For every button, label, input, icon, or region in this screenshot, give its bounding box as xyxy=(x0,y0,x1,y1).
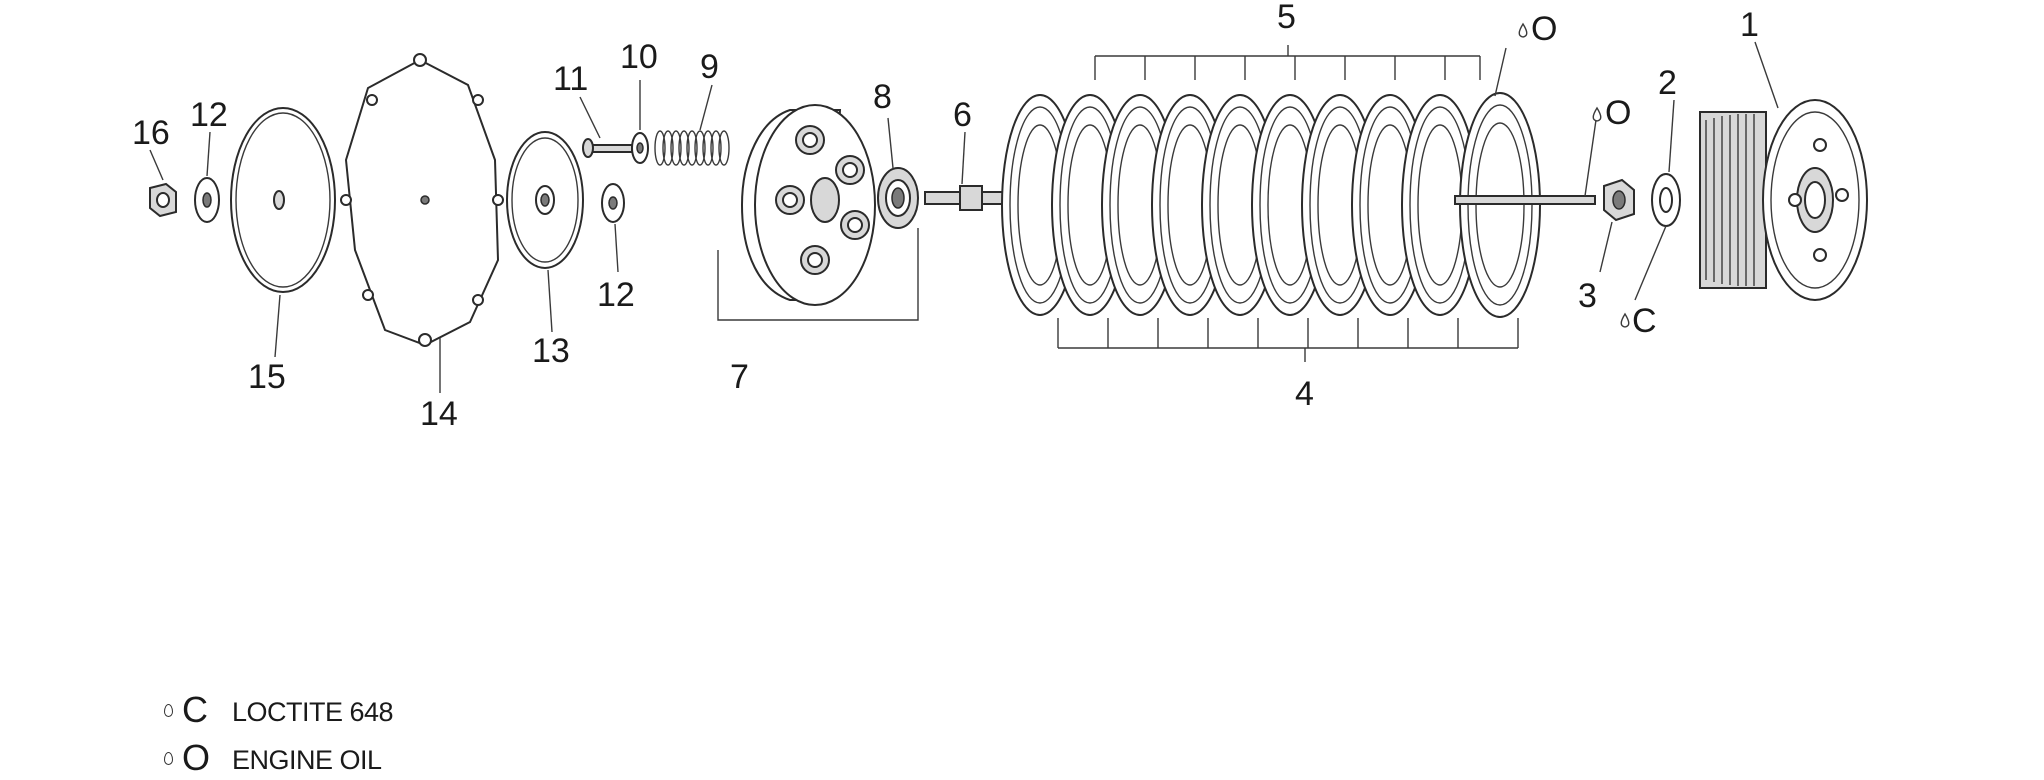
oil-mark-top: O xyxy=(1531,10,1557,48)
part-12-washer-right xyxy=(601,183,625,223)
callout-14: 14 xyxy=(420,395,458,433)
oil-drop-icon xyxy=(1592,106,1602,122)
callout-8: 8 xyxy=(873,78,892,116)
part-10-washer xyxy=(631,132,649,164)
part-11-bolt xyxy=(582,138,633,158)
callout-12-right: 12 xyxy=(597,276,635,314)
legend-label: ENGINE OIL xyxy=(232,745,382,775)
callout-7: 7 xyxy=(730,358,749,396)
bracket-7 xyxy=(717,228,919,321)
oil-mark-mid: O xyxy=(1605,94,1631,132)
part-13-plate xyxy=(506,131,584,269)
bracket-4 xyxy=(1057,318,1519,362)
part-1-clutch-hub xyxy=(1699,99,1868,301)
callout-13: 13 xyxy=(532,332,570,370)
marker-loctite: C xyxy=(1620,302,1657,340)
callout-4: 4 xyxy=(1295,375,1314,413)
legend-item-loctite: C LOCTITE 648 xyxy=(160,688,760,732)
callout-12-left: 12 xyxy=(190,96,228,134)
callout-10: 10 xyxy=(620,38,658,76)
part-12-washer-left xyxy=(194,177,220,223)
loctite-mark: C xyxy=(1632,302,1657,340)
callout-2: 2 xyxy=(1658,64,1677,102)
callout-15: 15 xyxy=(248,358,286,396)
legend-symbol: O xyxy=(182,737,211,778)
leader-lines xyxy=(149,41,1779,393)
shaft-rod xyxy=(1454,195,1596,205)
callout-5: 5 xyxy=(1277,0,1296,36)
loctite-drop-icon xyxy=(1620,312,1630,328)
part-15-gasket xyxy=(230,107,336,293)
callout-9: 9 xyxy=(700,48,719,86)
oil-drop-icon xyxy=(1518,22,1528,38)
bracket-5 xyxy=(1094,45,1481,80)
part-9-spring xyxy=(654,130,730,166)
part-2-washer xyxy=(1651,173,1681,227)
callout-11: 11 xyxy=(553,60,588,98)
marker-engine-oil-mid: O xyxy=(1592,94,1631,132)
part-8-bearing xyxy=(877,167,919,229)
part-14-cover xyxy=(340,53,504,347)
part-7-pressure-plate xyxy=(740,104,876,306)
oil-drop-icon xyxy=(164,752,173,765)
loctite-drop-icon xyxy=(164,704,173,717)
part-3-nut xyxy=(1603,178,1635,222)
marker-engine-oil-top: O xyxy=(1518,10,1557,48)
legend-symbol: C xyxy=(182,689,208,730)
callout-16: 16 xyxy=(132,114,170,152)
callout-6: 6 xyxy=(953,96,972,134)
part-16-nut xyxy=(149,182,177,218)
callout-labels: 1 2 3 4 5 6 7 8 9 10 11 12 12 13 14 15 1… xyxy=(132,0,1759,433)
legend-label: LOCTITE 648 xyxy=(232,697,394,727)
callout-1: 1 xyxy=(1740,6,1759,44)
callout-3: 3 xyxy=(1578,277,1597,315)
legend-item-engine-oil: O ENGINE OIL xyxy=(160,736,760,780)
